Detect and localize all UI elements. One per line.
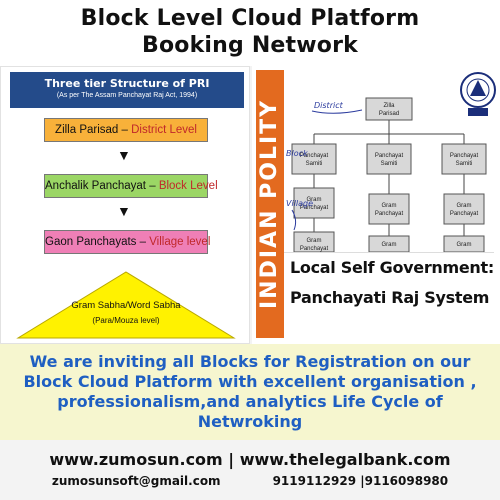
tier-name: Zilla Parisad	[55, 124, 119, 136]
gram-sabha-label: Gram Sabha/Word Sabha	[71, 300, 181, 311]
polity-side-label: INDIAN POLITY	[257, 98, 282, 310]
tree-leaf-node: Gram Panchayat	[443, 193, 485, 225]
svg-text:Panchayat: Panchayat	[450, 211, 479, 217]
tier-level: Village level	[149, 236, 211, 248]
gram-sabha-triangle	[16, 271, 236, 339]
svg-text:Gram: Gram	[457, 242, 472, 248]
tree-leaf-node: Gram	[368, 235, 410, 252]
tier-box-village: Gaon Panchayats – Village level	[44, 230, 211, 254]
down-arrow-icon: ▼	[117, 147, 131, 163]
tree-mid-node: Panchayat Samiti	[441, 143, 487, 175]
title-line-1: Block Level Cloud Platform	[80, 6, 420, 31]
svg-text:Gram: Gram	[382, 203, 397, 209]
tree-leaf-node: Gram Panchayat	[293, 187, 335, 219]
svg-text:Panchayat: Panchayat	[375, 153, 404, 159]
lsg-title: Local Self Government:	[290, 258, 494, 277]
local-self-government-box	[284, 252, 494, 336]
tree-leaf-node: Gram	[443, 235, 485, 252]
svg-text:Gram: Gram	[457, 203, 472, 209]
pri-heading: Three tier Structure of PRI	[44, 77, 210, 90]
svg-text:Panchayat: Panchayat	[375, 211, 404, 217]
tree-leaf-node: Gram Panchayat	[368, 193, 410, 225]
emblem-icon	[460, 72, 496, 116]
title-line-2: Booking Network	[141, 33, 358, 58]
annotation-village: Village	[286, 199, 313, 208]
svg-text:Samiti: Samiti	[381, 161, 398, 167]
root-line-1: Zilla	[383, 103, 395, 109]
annotation-block: Block	[286, 149, 308, 158]
tree-mid-node: Panchayat Samiti	[366, 143, 412, 175]
tier-separator: –	[146, 180, 159, 192]
svg-text:Panchayat: Panchayat	[300, 246, 329, 252]
svg-text:Gram: Gram	[307, 197, 322, 203]
down-arrow-icon: ▼	[117, 203, 131, 219]
polity-side-bar	[256, 70, 284, 338]
svg-text:Panchayat: Panchayat	[450, 153, 479, 159]
panchayat-tree-diagram: Zilla Parisad Panchayat Samiti Panchayat…	[286, 97, 487, 252]
pri-heading-banner: Three tier Structure of PRI (As per The …	[10, 72, 244, 108]
tree-root-node: Zilla Parisad	[365, 97, 413, 121]
footer-phones: 9119112929 |9116098980	[272, 474, 449, 488]
tier-level: District Level	[131, 124, 197, 136]
tier-level: Block Level	[158, 180, 218, 192]
footer	[0, 440, 500, 500]
header: Block Level Cloud Platform Booking Netwo…	[0, 0, 500, 66]
lsg-subtitle: Panchayati Raj System	[290, 288, 490, 307]
invitation-text: We are inviting all Blocks for Registrat…	[23, 352, 477, 431]
svg-text:Panchayat: Panchayat	[300, 205, 329, 211]
root-line-2: Parisad	[379, 111, 399, 117]
tier-separator: –	[118, 124, 132, 136]
footer-contact: zumosunsoft@gmail.com 9119112929 |9116098…	[0, 474, 500, 488]
tier-name: Anchalik Panchayat	[45, 180, 147, 192]
svg-text:Panchayat: Panchayat	[300, 153, 329, 159]
svg-text:Gram: Gram	[307, 238, 322, 244]
tier-box-block: Anchalik Panchayat – Block Level	[44, 174, 218, 198]
gram-sabha-sublabel: (Para/Mouza level)	[92, 316, 160, 325]
svg-text:Gram: Gram	[382, 242, 397, 248]
tree-leaf-node: Gram Panchayat	[293, 231, 335, 252]
handwritten-annotations: District Block Village	[286, 101, 363, 231]
tier-box-district: Zilla Parisad – District Level	[44, 118, 208, 142]
footer-websites: www.zumosun.com | www.thelegalbank.com	[49, 450, 451, 469]
annotation-district: District	[314, 101, 344, 110]
pri-subheading: (As per The Assam Panchayat Raj Act, 199…	[56, 92, 198, 99]
svg-text:Samiti: Samiti	[456, 161, 473, 167]
invitation-banner	[0, 344, 500, 440]
svg-text:Samiti: Samiti	[306, 161, 323, 167]
tree-mid-node: Panchayat Samiti	[291, 143, 337, 175]
tier-separator: –	[136, 236, 150, 248]
footer-email: zumosunsoft@gmail.com	[51, 474, 221, 488]
tier-name: Gaon Panchayats	[45, 236, 137, 248]
